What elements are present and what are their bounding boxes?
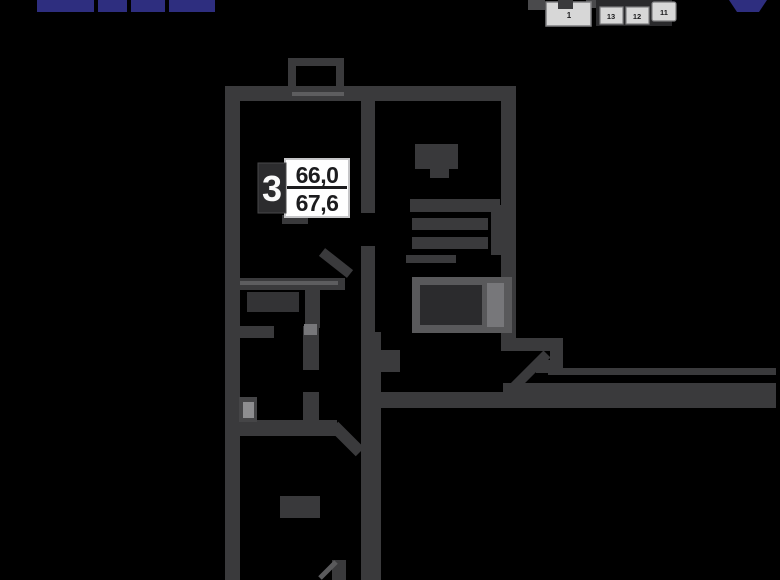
wall-entry-top <box>501 338 563 351</box>
badge-area-top: 66,0 <box>296 162 339 188</box>
wall-bathroom-top <box>240 326 274 338</box>
armchair <box>415 144 458 169</box>
kitchen-cabinet-base <box>406 255 456 263</box>
brand-wordmark-block <box>131 0 165 12</box>
badge-area-bottom: 67,6 <box>296 190 339 216</box>
desk <box>247 292 299 312</box>
kitchen-cabinet-row <box>412 237 488 249</box>
compass-icon <box>729 0 767 12</box>
door-diagonal-left-room <box>318 248 354 278</box>
window-left-room <box>240 281 338 285</box>
bottom-room-furniture <box>280 496 320 518</box>
kitchen-cabinet-row <box>410 199 500 212</box>
bed-pillow <box>487 283 504 327</box>
apartment-walls <box>225 58 776 580</box>
badge-rooms-count: 3 <box>262 168 282 209</box>
site-plan-roof <box>528 0 545 10</box>
wall-left <box>225 86 240 580</box>
door-diagonal-bottom-room <box>329 421 365 457</box>
wall-inner-vertical-mid <box>361 246 375 332</box>
wall-inner-vertical-upper <box>361 101 375 213</box>
wall-corridor-thin <box>548 368 776 375</box>
brand-wordmark-block <box>98 0 127 12</box>
site-plan-building-1: 1 <box>528 0 601 27</box>
entry-door-diagonal <box>509 350 551 392</box>
brand-wordmark-block <box>169 0 215 12</box>
wall-balcony-right <box>336 58 344 92</box>
bed <box>412 277 512 333</box>
building-13-label: 13 <box>607 12 615 21</box>
building-13-footprint <box>599 6 624 25</box>
kitchen-cabinet-row <box>412 218 488 230</box>
building-12-label: 12 <box>633 12 641 21</box>
wall-bathroom-divider-upper <box>303 326 319 370</box>
building-12-footprint <box>625 6 650 25</box>
bed-mattress <box>420 285 482 325</box>
brand-wordmark-block <box>37 0 94 12</box>
wall-corridor-thick-lower <box>375 392 776 408</box>
wall-bathroom-divider-lower <box>303 392 319 422</box>
door-diagonal-bottom-edge <box>318 560 338 580</box>
site-plan-buildings-13-12-11: 13 12 11 <box>596 0 677 26</box>
site-plan-roof <box>586 0 601 8</box>
badge-divider <box>287 186 347 189</box>
wall-balcony-top <box>288 58 344 66</box>
site-plan-roof <box>558 0 573 9</box>
apartment-badge: 3 66,0 67,6 <box>257 158 350 218</box>
wall-bathroom-bottom <box>225 420 337 436</box>
wall-top <box>225 86 516 101</box>
kitchen-cabinets <box>406 199 503 263</box>
brand-wordmark <box>37 0 215 12</box>
furniture <box>239 144 512 518</box>
wardrobe <box>282 215 308 224</box>
wall-pilaster <box>378 350 400 372</box>
wall-corridor-thick-upper <box>503 383 776 393</box>
wall-entry-side <box>550 351 563 372</box>
window-balcony-door <box>292 92 344 96</box>
building-11-footprint <box>651 1 677 22</box>
kitchen-cabinet-side <box>491 205 503 255</box>
toilet-seat <box>243 402 254 418</box>
armchair-seat <box>430 169 449 178</box>
wall-stub <box>305 290 320 328</box>
badge-rooms-box <box>257 162 287 214</box>
wall-balcony-left <box>288 58 296 92</box>
building-11-label: 11 <box>660 8 668 17</box>
windows <box>240 92 344 285</box>
building-1-label: 1 <box>567 11 572 20</box>
sink <box>304 324 317 335</box>
